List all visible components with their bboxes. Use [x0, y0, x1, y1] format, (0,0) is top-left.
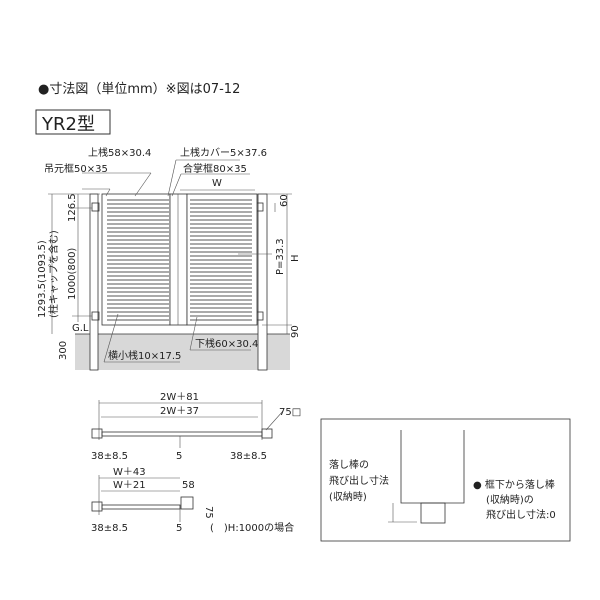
heading: ●寸法図（単位mm）※図は07-12: [38, 81, 240, 97]
drop-rod: [420, 502, 446, 524]
top-rail-label: 上桟58×30.4: [88, 146, 151, 159]
detail-left-line-3: (収納時): [329, 490, 367, 503]
plan-double-gate: [101, 431, 263, 437]
total-height-dim: 1293.5(1093.5): [37, 240, 48, 318]
width-label: W: [212, 178, 222, 189]
plan-double-left: 38±8.5: [91, 451, 128, 462]
hinge-frame-label: 吊元框50×35: [44, 162, 108, 175]
louver-slats: [107, 199, 252, 321]
total-height-note: (柱キャップを含む): [47, 230, 60, 318]
plan-double-outer: 2W＋81: [160, 392, 199, 403]
meeting-frame-label: 合掌框80×35: [183, 162, 247, 175]
pitch-label: P=33.3: [275, 238, 286, 275]
cross-slat-label: 横小桟10×17.5: [108, 349, 181, 362]
type-label: YR2型: [41, 114, 95, 135]
dim-300: 300: [58, 341, 69, 360]
detail-left-line-2: 飛び出し寸法: [329, 474, 389, 487]
detail-left-line-1: 落し棒の: [329, 458, 369, 471]
type-label-box: [35, 109, 111, 135]
plan-single-left: 38±8.5: [91, 523, 128, 534]
left-post: [89, 193, 99, 371]
detail-right-line-2: (収納時)の: [486, 493, 534, 506]
height-label: H: [290, 254, 301, 262]
plan-double-center: 5: [176, 451, 182, 462]
drop-rod-detail-box: [320, 418, 571, 542]
plan-double-inner: 2W＋37: [160, 406, 199, 417]
detail-right-line-3: 飛び出し寸法:0: [486, 508, 556, 521]
plan-single-gate: [101, 504, 181, 510]
detail-right-line-1: ● 框下から落し棒: [473, 478, 555, 491]
ground-area: [75, 334, 290, 370]
right-post: [257, 193, 268, 371]
hinge-icon: [91, 202, 100, 212]
gl-label: G.L: [72, 323, 89, 334]
dim-126: 126.5: [67, 193, 78, 222]
plan-single-75: 75: [203, 506, 214, 519]
plan-single-outer: W＋43: [113, 467, 146, 478]
dim-1000: 1000(800): [67, 248, 78, 300]
plan-double-post: 75□: [279, 407, 301, 418]
plan-single-center: 5: [176, 523, 182, 534]
plan-single-note: ( )H:1000の場合: [210, 521, 294, 534]
bottom-rail-label: 下桟60×30.4: [195, 337, 258, 350]
plan-single-inner: W＋21: [113, 480, 146, 491]
meeting-frame: [169, 193, 188, 326]
top-rail-cover-label: 上桟カバー5×37.6: [180, 146, 267, 159]
plan-single-58: 58: [182, 480, 195, 491]
plan-double-right: 38±8.5: [230, 451, 267, 462]
dim-60: 60: [279, 194, 290, 207]
dim-90: 90: [290, 325, 301, 338]
